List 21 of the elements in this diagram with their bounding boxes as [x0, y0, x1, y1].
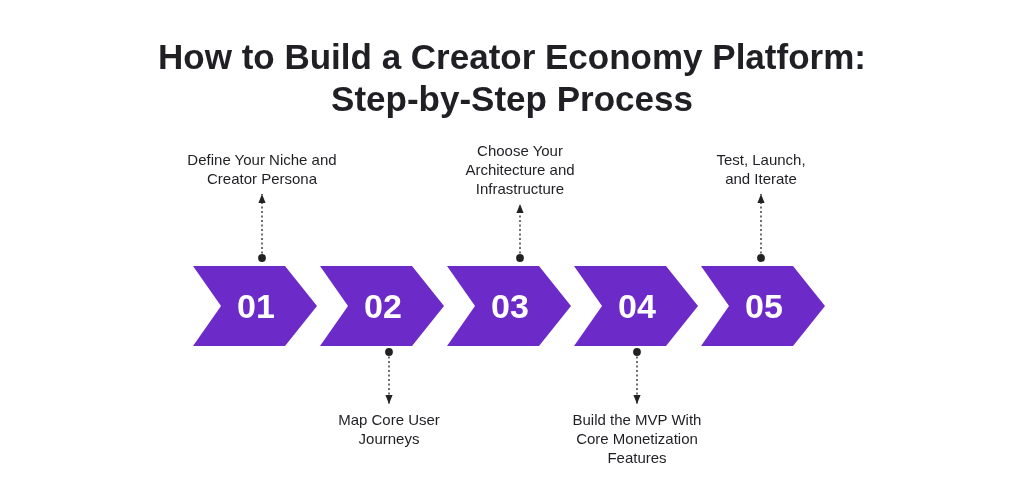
step-tile	[701, 266, 825, 346]
step-label: Choose Your Architecture and Infrastructure	[445, 141, 595, 198]
dotted-arrow	[385, 348, 393, 405]
step-label: Test, Launch, and Iterate	[706, 150, 816, 188]
title: How to Build a Creator Economy Platform: Step-by-Step Process	[157, 36, 867, 120]
step-number: 01	[236, 286, 276, 327]
step-label: Define Your Niche and Creator Persona	[172, 150, 352, 188]
step-tile	[574, 266, 698, 346]
dotted-arrow	[516, 203, 524, 262]
step-tile	[193, 266, 317, 346]
step-tile	[447, 266, 571, 346]
dotted-arrow	[633, 348, 641, 405]
step-number: 03	[490, 286, 530, 327]
step-number: 05	[744, 286, 784, 327]
step-label: Build the MVP With Core Monetization Features	[557, 410, 717, 467]
step-number: 04	[617, 286, 657, 327]
step-label: Map Core User Journeys	[324, 410, 454, 448]
dotted-arrow	[258, 193, 266, 262]
step-tile	[320, 266, 444, 346]
dotted-arrow	[757, 193, 765, 262]
step-number: 02	[363, 286, 403, 327]
